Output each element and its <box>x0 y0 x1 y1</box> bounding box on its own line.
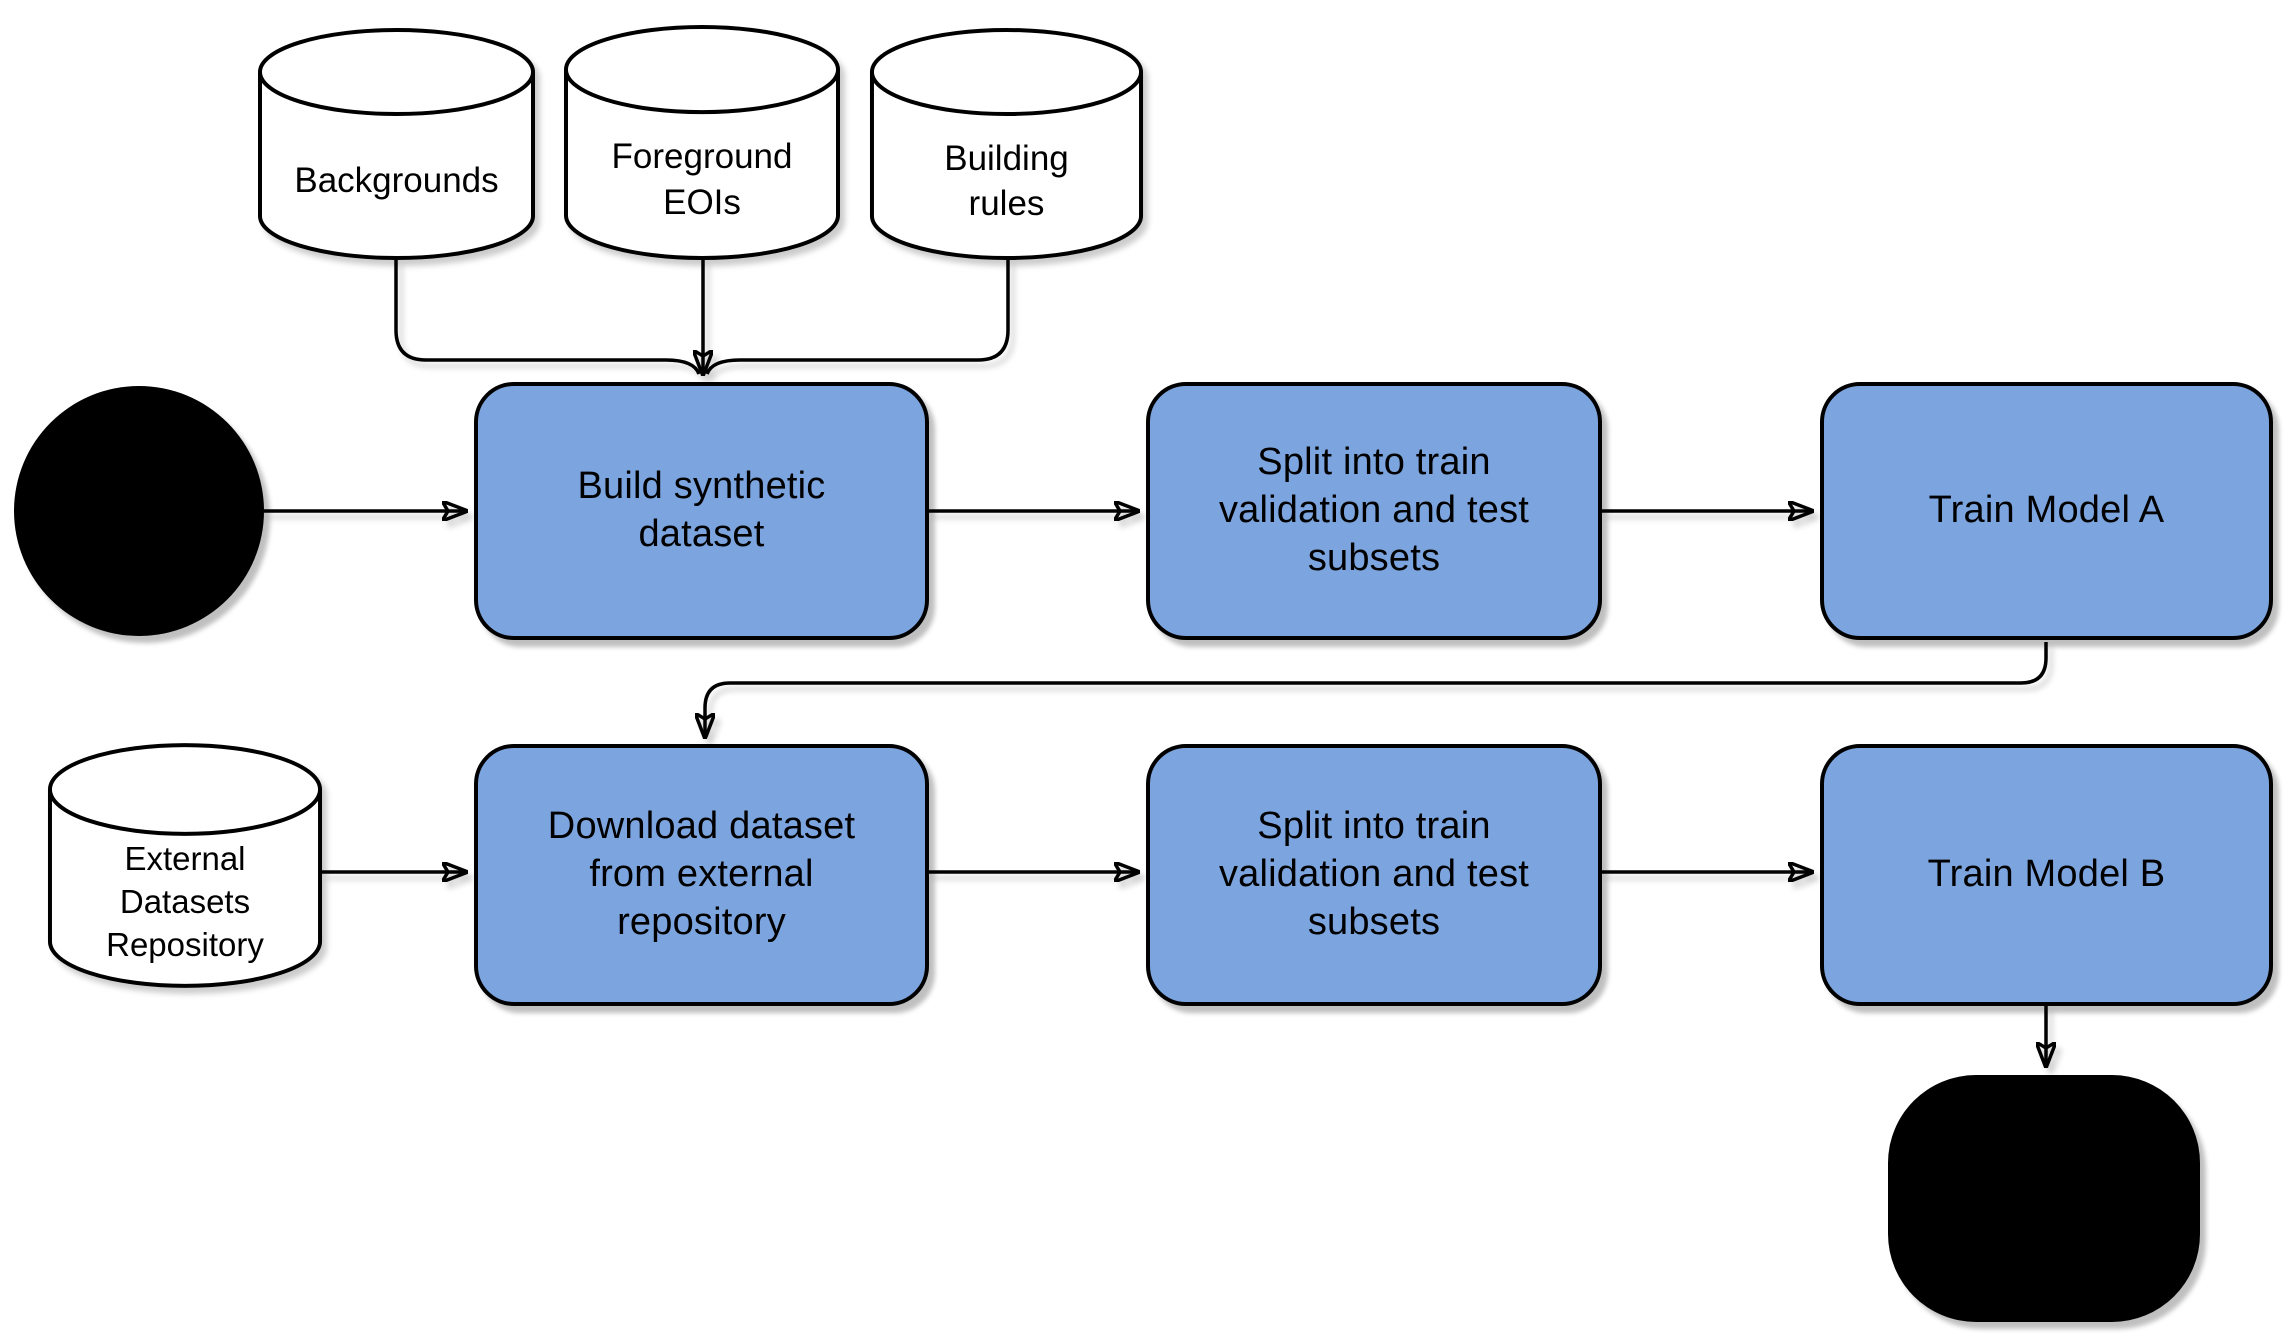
process-label: Split into train validation and test sub… <box>1218 441 1530 579</box>
process-split-train-val-test-b: Split into train validation and test sub… <box>1146 744 1602 1006</box>
datastore-building-rules: Building rules <box>870 28 1143 260</box>
process-label: Train Model A <box>1928 489 2165 532</box>
process-label: Split into train validation and test sub… <box>1218 805 1530 943</box>
datastore-backgrounds: Backgrounds <box>258 28 535 260</box>
start-node <box>14 386 264 636</box>
datastore-label: Building rules <box>944 138 1069 224</box>
cylinder-shape <box>48 743 322 988</box>
edge-backgrounds-to-merge <box>394 260 701 375</box>
datastore-label: Foreground EOIs <box>611 137 793 222</box>
edge-building-rules-to-merge <box>705 260 1010 375</box>
datastore-foreground-eois: Foreground EOIs <box>564 25 840 260</box>
cylinder-shape <box>870 28 1143 260</box>
process-split-train-val-test-a: Split into train validation and test sub… <box>1146 382 1602 640</box>
process-label: Download dataset from external repositor… <box>547 805 856 943</box>
process-label: Build synthetic dataset <box>577 465 826 555</box>
process-build-synthetic-dataset: Build synthetic dataset <box>474 382 929 640</box>
end-node <box>1888 1075 2200 1322</box>
cylinder-shape <box>564 25 840 260</box>
process-download-external-dataset: Download dataset from external repositor… <box>474 744 929 1006</box>
edge-train-a-to-download <box>705 642 2048 737</box>
datastore-label: Backgrounds <box>294 161 499 201</box>
datastore-label: External Datasets Repository <box>106 840 264 963</box>
process-label: Train Model B <box>1927 853 2166 896</box>
process-train-model-a: Train Model A <box>1820 382 2273 640</box>
process-train-model-b: Train Model B <box>1820 744 2273 1006</box>
cylinder-shape <box>258 28 535 260</box>
datastore-external-repository: External Datasets Repository <box>48 743 322 988</box>
